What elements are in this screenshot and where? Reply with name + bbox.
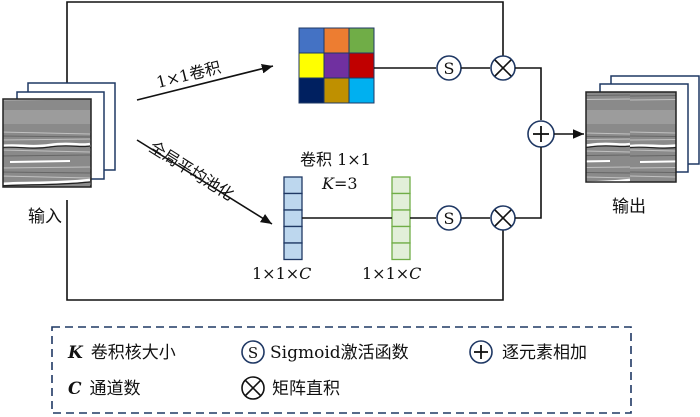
grid-cell [348, 52, 375, 79]
multiply-bottom-node [490, 205, 516, 231]
grid-cell [348, 27, 375, 54]
vector-cell [391, 242, 411, 261]
grid-cell [298, 52, 325, 79]
legend-multiply-text: 矩阵直积 [272, 379, 340, 399]
gap-arrow-label: 全局平均池化 [146, 137, 237, 204]
vector-cell [391, 176, 411, 195]
output-seismic-image [585, 91, 677, 183]
vector-cell [391, 225, 411, 244]
grid-cell [348, 77, 375, 104]
input-feature-stack [2, 82, 116, 188]
vector-cell [283, 225, 303, 244]
gap-arrow [136, 139, 273, 225]
legend-multiply-icon [241, 376, 265, 400]
svg-text:S: S [444, 59, 455, 78]
multiply-top-node [490, 55, 516, 81]
conv-feature-grid [298, 27, 375, 104]
grid-cell [323, 77, 350, 104]
conv1d-vector [391, 176, 411, 261]
vector-cell [283, 192, 303, 211]
input-label: 输入 [28, 207, 62, 227]
add-node [527, 120, 555, 148]
grid-cell [323, 27, 350, 54]
kernel-size-label: K=3 [321, 174, 358, 193]
output-label: 输出 [612, 197, 646, 217]
vector-cell [391, 192, 411, 211]
legend-sigmoid-text: Sigmoid激活函数 [270, 343, 409, 363]
svg-text:S: S [248, 344, 258, 362]
conv1d-label: 卷积 1×1 [300, 150, 371, 169]
input-seismic-image [2, 98, 92, 188]
grid-cell [298, 77, 325, 104]
svg-text:S: S [444, 209, 455, 228]
legend-add-text: 逐元素相加 [502, 343, 587, 363]
pooled-vector [283, 176, 303, 261]
conv1d-vector-label: 1×1×C [362, 264, 421, 283]
grid-cell [298, 27, 325, 54]
grid-cell [323, 52, 350, 79]
vector-cell [391, 209, 411, 228]
output-feature-stack [585, 75, 700, 183]
vector-cell [283, 209, 303, 228]
legend-sigmoid-icon: S [241, 340, 265, 364]
vector-cell [283, 242, 303, 261]
sigmoid-top-node: S [436, 55, 462, 81]
skip-connection-lines [66, 1, 504, 301]
vector-cell [283, 176, 303, 195]
sigmoid-bottom-node: S [436, 205, 462, 231]
pooled-vector-label: 1×1×C [252, 264, 311, 283]
conv-arrow [136, 64, 274, 101]
legend-add-icon [469, 340, 493, 364]
